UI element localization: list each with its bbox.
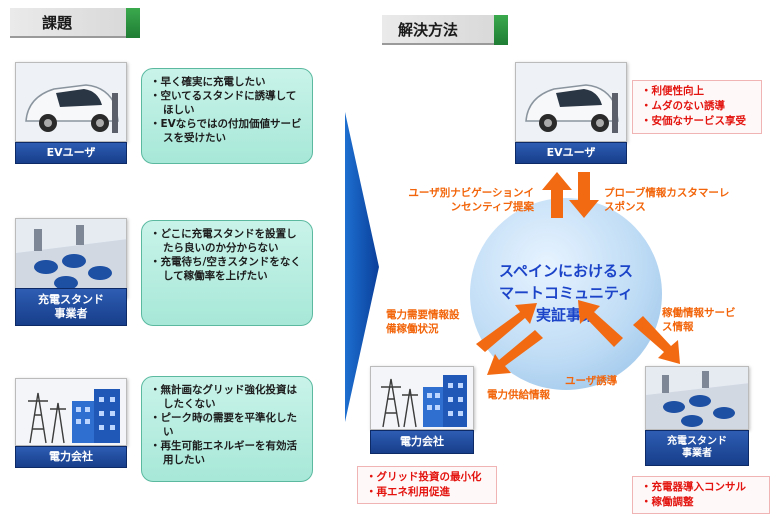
ev-user-issues-bubble: 早く確実に充電したい 空いてるスタンドに誘導してほしい EVならではの付加価値サ… [141, 68, 313, 164]
power-result-2: 再エネ利用促進 [366, 485, 488, 500]
arrow-from-station [633, 316, 680, 364]
station-result-2: 稼働調整 [641, 495, 761, 510]
ev-user-image [15, 62, 127, 142]
flow-to-station-label: ユーザ誘導 [565, 375, 618, 387]
station-issue-1: どこに充電スタンドを設置したら良いのか分からない [156, 228, 304, 256]
flow-from-power-label: 電力需要情報設備稼働状況 [386, 309, 460, 336]
issues-header: 課題 [10, 8, 140, 38]
solution-header-text: 解決方法 [398, 20, 459, 39]
ev-result-3: 安価なサービス享受 [641, 114, 753, 129]
flow-from-ev-label: プローブ情報カスタマーレスポンス [604, 187, 730, 214]
ev-issue-2: 空いてるスタンドに誘導してほしい [156, 90, 304, 118]
power-issue-2: ピーク時の需要を平準化したい [156, 412, 304, 440]
power-company-issues-bubble: 無計画なグリッド強化投資はしたくない ピーク時の需要を平準化したい 再生可能エネ… [141, 376, 313, 482]
arrow-to-ev [542, 172, 572, 218]
ev-issue-1: 早く確実に充電したい [156, 76, 304, 90]
ev-user-label: EVユーザ [15, 142, 127, 164]
ev-node-image [515, 62, 627, 142]
power-company-image [15, 378, 127, 446]
power-node-image [370, 366, 474, 430]
station-node-image [645, 366, 749, 430]
charging-station-image [15, 218, 127, 298]
ev-result-1: 利便性向上 [641, 84, 753, 99]
power-issue-3: 再生可能エネルギーを有効活用したい [156, 440, 304, 468]
power-issue-1: 無計画なグリッド強化投資はしたくない [156, 384, 304, 412]
issues-header-tab [126, 8, 140, 38]
arrow-from-ev [569, 172, 599, 218]
solution-header-tab [494, 15, 508, 45]
issues-header-text: 課題 [42, 13, 73, 32]
power-node-results: グリッド投資の最小化 再エネ利用促進 [357, 466, 497, 505]
charging-station-label: 充電スタンド事業者 [15, 288, 127, 326]
flow-from-station-label: 稼働情報サービス情報 [662, 307, 736, 334]
station-node-label: 充電スタンド事業者 [645, 430, 749, 466]
power-company-label: 電力会社 [15, 446, 127, 468]
power-result-1: グリッド投資の最小化 [366, 470, 488, 485]
flow-to-ev-label: ユーザ別ナビゲーションインセンティブ提案 [408, 187, 534, 214]
station-node-results: 充電器導入コンサル 稼働調整 [632, 476, 770, 515]
solution-header: 解決方法 [382, 15, 508, 45]
ev-issue-3: EVならではの付加価値サービスを受けたい [156, 118, 304, 146]
arrow-to-station [578, 300, 623, 347]
charging-station-issues-bubble: どこに充電スタンドを設置したら良いのか分からない 充電待ち/空きスタンドをなくし… [141, 220, 313, 326]
ev-result-2: ムダのない誘導 [641, 99, 753, 114]
ev-node-results: 利便性向上 ムダのない誘導 安価なサービス享受 [632, 80, 762, 134]
divider-chevron [345, 112, 379, 422]
arrow-from-power [476, 303, 537, 352]
station-result-1: 充電器導入コンサル [641, 480, 761, 495]
ev-node-label: EVユーザ [515, 142, 627, 164]
arrow-to-power [487, 330, 543, 375]
flow-to-power-label: 電力供給情報 [487, 389, 550, 401]
station-issue-2: 充電待ち/空きスタンドをなくして稼働率を上げたい [156, 256, 304, 284]
power-node-label: 電力会社 [370, 430, 474, 454]
